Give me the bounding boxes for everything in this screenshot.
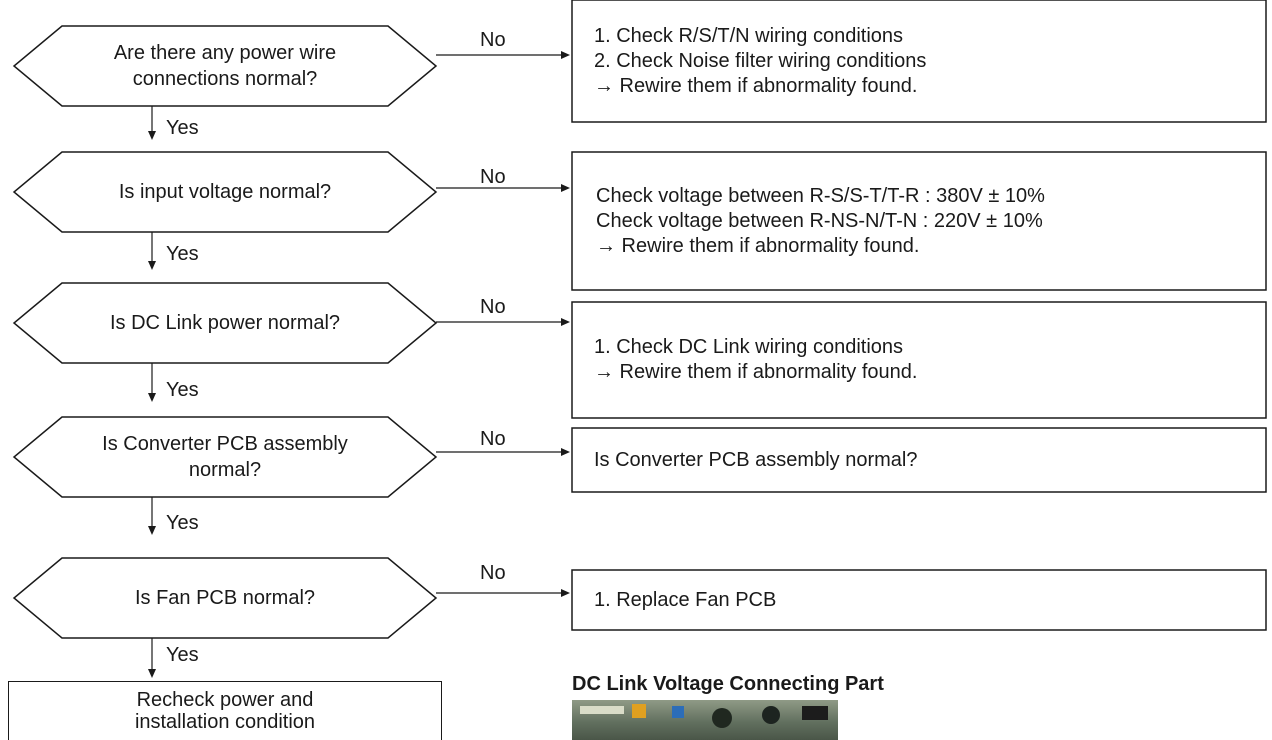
action-box-border-1 [571,151,1267,291]
decision-hexagon-0 [12,25,438,107]
decision-hexagon-2 [12,282,438,364]
decision-fan-pcb-text: Is Fan PCB normal? [134,587,316,609]
action-box-border-3 [571,427,1267,493]
yes-label: Yes [166,117,199,139]
action-line: 1. Check R/S/T/N wiring conditions [594,24,904,47]
pcb-chip [802,706,828,720]
no-label: No [480,562,506,584]
action-box-input-voltage: Check voltage between R-S/S-T/T-R : 380V… [572,152,1266,290]
pcb-photo [572,700,838,740]
decision-converter-pcb: Is Converter PCB assembly normal? [14,417,436,497]
action-box-converter-pcb: Is Converter PCB assembly normal? [572,428,1266,492]
action-line: Is Converter PCB assembly normal? [594,448,918,471]
decision-power-wire-text: Are there any power wire connections nor… [113,42,337,90]
decision-fan-pcb: Is Fan PCB normal? [14,558,436,638]
action-box-border-4 [571,569,1267,631]
action-box-border-0 [571,0,1267,123]
no-label: No [480,29,506,51]
final-box-text: Recheck power and installation condition [134,689,316,733]
pcb-capacitor [712,708,732,728]
decision-hexagon-4 [12,557,438,639]
pcb-connector [580,706,624,714]
no-label: No [480,296,506,318]
decision-hexagon-1 [12,151,438,233]
decision-hexagon-3 [12,416,438,498]
no-arrow-3-head [561,448,570,456]
decision-dc-link: Is DC Link power normal? [14,283,436,363]
no-label: No [480,166,506,188]
yes-label: Yes [166,512,199,534]
yes-arrow-2-head [148,393,156,402]
yes-label: Yes [166,379,199,401]
yes-arrow-4-head [148,669,156,678]
no-arrow-0-head [561,51,570,59]
decision-input-voltage: Is input voltage normal? [14,152,436,232]
decision-dc-link-text: Is DC Link power normal? [109,312,341,334]
decision-converter-pcb-text: Is Converter PCB assembly normal? [102,433,348,481]
pcb-capacitor [762,706,780,724]
yes-label: Yes [166,644,199,666]
yes-label: Yes [166,243,199,265]
action-line: 1. Replace Fan PCB [594,588,777,611]
action-box-dc-link: 1. Check DC Link wiring conditions → Rew… [572,302,1266,418]
no-arrow-4-head [561,589,570,597]
action-line: → Rewire them if abnormality found. [596,234,920,257]
action-line: 2. Check Noise filter wiring conditions [594,49,927,72]
final-box: Recheck power and installation condition [8,681,442,740]
yes-arrow-0-head [148,131,156,140]
action-line: → Rewire them if abnormality found. [594,361,918,383]
action-line: → Rewire them if abnormality found. [594,74,918,97]
yes-arrow-3-head [148,526,156,535]
action-box-border-2 [571,301,1267,419]
yes-arrow-1-head [148,261,156,270]
no-label: No [480,428,506,450]
action-line: 1. Check DC Link wiring conditions [594,336,904,358]
pcb-component [672,706,684,718]
action-line: Check voltage between R-S/S-T/T-R : 380V… [596,184,1045,207]
action-line: Check voltage between R-NS-N/T-N : 220V … [596,209,1043,232]
decision-power-wire: Are there any power wire connections nor… [14,26,436,106]
decision-input-voltage-text: Is input voltage normal? [118,181,332,203]
no-arrow-2-head [561,318,570,326]
no-arrow-1-head [561,184,570,192]
action-box-power-wire: 1. Check R/S/T/N wiring conditions 2. Ch… [572,0,1266,122]
pcb-component [632,704,646,718]
photo-caption: DC Link Voltage Connecting Part [572,673,884,695]
action-box-fan-pcb: 1. Replace Fan PCB [572,570,1266,630]
